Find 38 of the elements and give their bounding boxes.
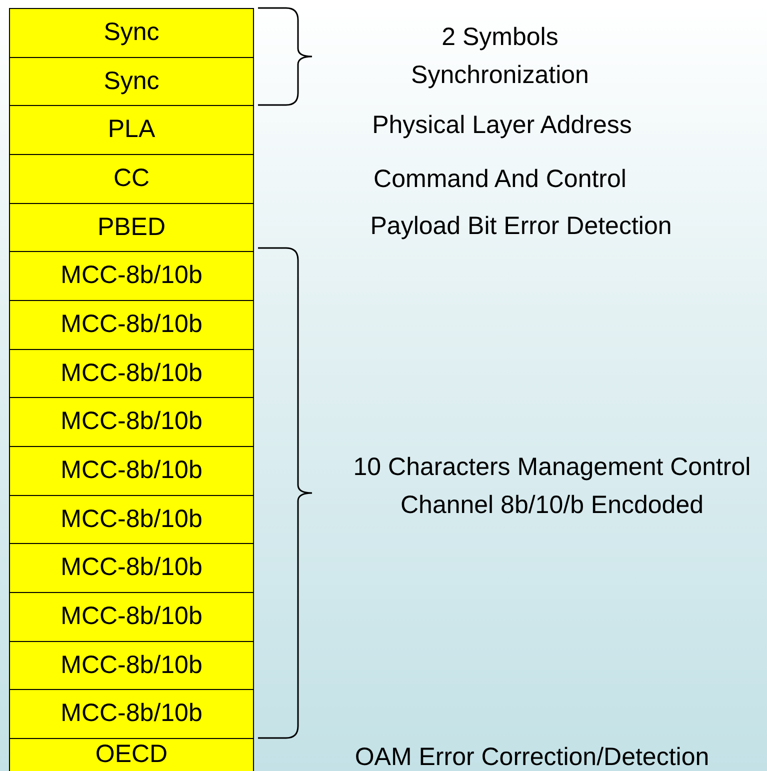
field-cell (9, 689, 254, 740)
field-cell (9, 8, 254, 58)
field-cell (9, 738, 254, 771)
field-name: MCC-8b/10b (60, 262, 202, 288)
field-name: MCC-8b/10b (60, 457, 202, 484)
field-name: Sync (104, 68, 160, 94)
field-name: MCC-8b/10b (60, 360, 202, 386)
field-name: MCC-8b/10b (60, 700, 202, 726)
field-cell (9, 543, 254, 594)
field-name: MCC-8b/10b (60, 554, 202, 580)
field-cell (9, 105, 254, 156)
field-description: Command And Control (372, 164, 628, 195)
field-name: MCC-8b/10b (60, 603, 202, 630)
field-name: CC (113, 165, 150, 191)
field-cell (9, 640, 254, 691)
field-name: OECD (95, 741, 168, 768)
field-cell (9, 202, 254, 253)
field-description: 2 Symbols Synchronization (410, 22, 590, 91)
field-cell (9, 251, 254, 302)
field-description: OAM Error Correction/Detection (354, 742, 710, 771)
field-name: Sync (104, 19, 160, 45)
field-name: MCC-8b/10b (60, 652, 202, 678)
field-description: Physical Layer Address (371, 110, 633, 141)
field-cell (9, 154, 254, 204)
field-cell (9, 592, 254, 642)
field-cell (9, 300, 254, 350)
field-cell (9, 56, 254, 107)
field-name: PLA (108, 116, 156, 142)
field-name: MCC-8b/10b (60, 506, 202, 532)
field-cell (9, 494, 254, 545)
field-name: MCC-8b/10b (60, 311, 202, 338)
field-cell (9, 446, 254, 496)
field-name: MCC-8b/10b (60, 408, 202, 434)
field-description: Payload Bit Error Detection (369, 211, 673, 242)
field-cell (9, 348, 254, 399)
field-name: PBED (97, 214, 166, 240)
field-cell (9, 397, 254, 448)
field-description: 10 Characters Management Control Channel 8b/10/b Encdoded (352, 452, 752, 521)
